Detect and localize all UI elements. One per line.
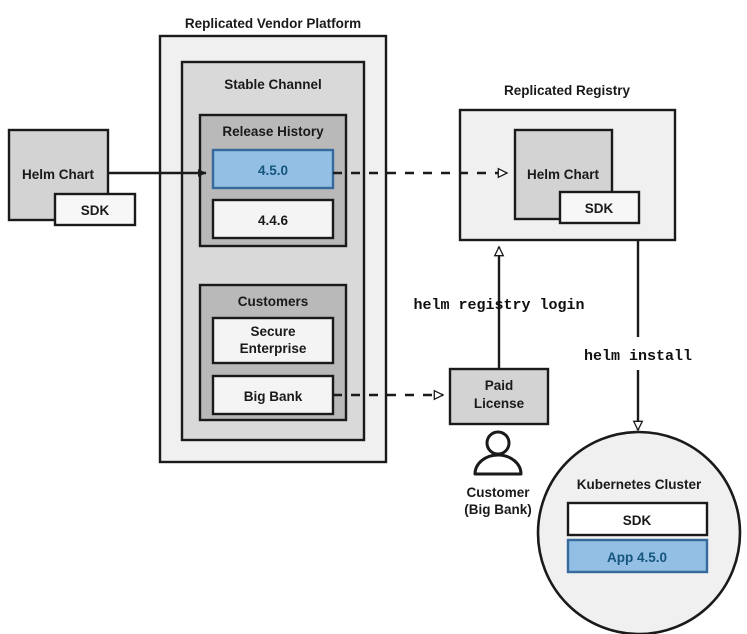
cluster-app-label: App 4.5.0 xyxy=(607,550,667,565)
command-helm-install: helm install xyxy=(584,348,692,365)
person-head-icon xyxy=(485,430,511,456)
customers-title: Customers xyxy=(238,294,309,309)
cluster-app-box xyxy=(566,538,709,574)
release-446-label: 4.4.6 xyxy=(258,213,289,228)
release-450-label: 4.5.0 xyxy=(258,163,288,178)
vendor-platform-title: Replicated Vendor Platform xyxy=(185,16,361,31)
paid-license-label-line1: Paid xyxy=(485,378,514,393)
release-446-box[interactable] xyxy=(211,198,335,240)
release-history-title: Release History xyxy=(222,124,324,139)
source-sdk-box xyxy=(53,192,137,227)
customer-secure-enterprise-box[interactable] xyxy=(211,316,335,365)
stable-channel-title: Stable Channel xyxy=(224,77,322,92)
source-helm-chart: Helm Chart SDK xyxy=(7,128,137,227)
cluster-sdk-label: SDK xyxy=(623,513,652,528)
kubernetes-cluster: Kubernetes Cluster SDK App 4.5.0 xyxy=(536,430,742,634)
customer-big-bank-label: Big Bank xyxy=(244,389,303,404)
customer-actor-label-line2: (Big Bank) xyxy=(464,502,532,517)
customer-actor: Customer (Big Bank) xyxy=(464,430,532,517)
customer-item-secure-enterprise[interactable]: Secure Enterprise xyxy=(211,316,335,365)
customer-big-bank-box[interactable] xyxy=(211,374,335,416)
paid-license-label-line2: License xyxy=(474,396,525,411)
registry-helm-chart-label: Helm Chart xyxy=(527,167,600,182)
customer-secure-enterprise-label-line2: Enterprise xyxy=(240,341,307,356)
command-registry-login: helm registry login xyxy=(413,297,584,314)
paid-license-box xyxy=(448,367,550,426)
release-item-450[interactable]: 4.5.0 xyxy=(211,148,335,190)
customer-actor-label-line1: Customer xyxy=(466,485,530,500)
release-item-446[interactable]: 4.4.6 xyxy=(211,198,335,240)
release-450-box[interactable] xyxy=(211,148,335,190)
kubernetes-cluster-title: Kubernetes Cluster xyxy=(577,477,702,492)
customer-secure-enterprise-label-line1: Secure xyxy=(250,324,296,339)
registry-sdk-label: SDK xyxy=(585,201,614,216)
cluster-sdk-box xyxy=(566,501,709,537)
person-body-icon xyxy=(473,453,523,476)
customer-item-big-bank[interactable]: Big Bank xyxy=(211,374,335,416)
source-helm-chart-label: Helm Chart xyxy=(22,167,95,182)
registry-helm-chart: Helm Chart SDK xyxy=(513,128,641,225)
registry-sdk-box xyxy=(558,190,641,225)
source-sdk-label: SDK xyxy=(81,203,110,218)
registry-title: Replicated Registry xyxy=(504,83,631,98)
paid-license: Paid License xyxy=(448,367,550,426)
